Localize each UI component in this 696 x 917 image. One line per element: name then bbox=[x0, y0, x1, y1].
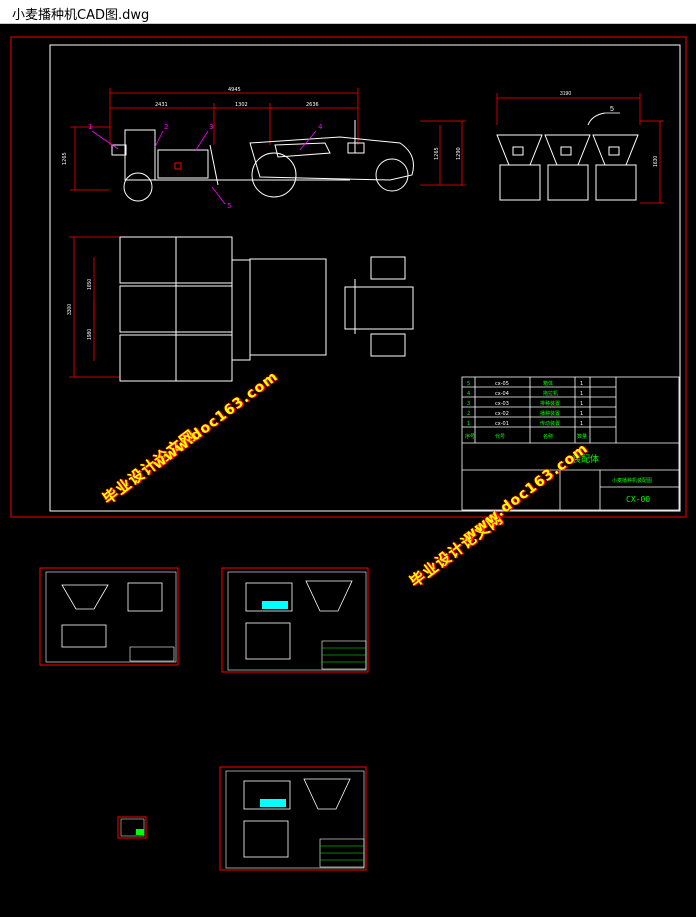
title-drawing-code: CX-00 bbox=[626, 495, 650, 504]
part-label-1: 1 bbox=[88, 123, 92, 131]
bom-qty-4: 1 bbox=[580, 391, 583, 397]
side-view-dimensions bbox=[70, 88, 466, 191]
bom-header-name: 名称 bbox=[543, 433, 553, 440]
bom-name-1: 传动装置 bbox=[540, 420, 560, 427]
bom-code-4: cx-04 bbox=[495, 391, 509, 397]
end-view-label: 5 bbox=[610, 106, 614, 113]
title-drawing-name: 装配体 bbox=[572, 453, 599, 465]
part-label-3: 3 bbox=[209, 123, 213, 131]
bom-qty-5: 1 bbox=[580, 381, 583, 387]
bom-qty-2: 1 bbox=[580, 411, 583, 417]
dim-height-right-a: 1265 bbox=[434, 147, 440, 160]
bom-code-5: cx-05 bbox=[495, 381, 509, 387]
dim-height-left: 1265 bbox=[62, 152, 68, 165]
main-sheet-border bbox=[10, 36, 687, 518]
bom-header-code: 代号 bbox=[495, 433, 505, 440]
bom-idx-5: 5 bbox=[467, 381, 470, 387]
bom-name-4: 拖拉机 bbox=[543, 390, 558, 397]
dim-seg1: 2431 bbox=[155, 102, 168, 108]
dim-plan-inner: 1980 bbox=[87, 329, 93, 340]
dim-side-height: 1630 bbox=[653, 156, 659, 167]
bom-qty-1: 1 bbox=[580, 421, 583, 427]
bom-idx-4: 4 bbox=[467, 391, 470, 397]
bom-code-3: cx-03 bbox=[495, 401, 509, 407]
bom-qty-3: 1 bbox=[580, 401, 583, 407]
part-label-4: 4 bbox=[318, 123, 323, 131]
plan-view-drawing bbox=[119, 236, 414, 382]
bom-table: 5 cx-05 箱体 1 4 cx-04 拖拉机 1 3 cx-03 排种装置 … bbox=[465, 380, 587, 440]
dim-side-width: 3190 bbox=[560, 91, 571, 97]
bom-idx-2: 2 bbox=[467, 411, 470, 417]
end-view-dimensions bbox=[496, 93, 664, 204]
dim-seg3: 2636 bbox=[306, 102, 319, 108]
dim-overall-length: 4945 bbox=[228, 87, 241, 93]
plan-view-dimensions bbox=[69, 236, 120, 378]
bom-header-idx: 序号 bbox=[465, 433, 475, 440]
bom-header-qty: 数量 bbox=[577, 433, 587, 440]
bom-name-3: 排种装置 bbox=[540, 400, 560, 407]
title-project: 小麦播种机装配图 bbox=[612, 477, 652, 484]
bom-idx-1: 1 bbox=[467, 421, 470, 427]
part-label-5: 5 bbox=[227, 202, 231, 210]
part-label-2: 2 bbox=[164, 123, 168, 131]
dim-plan-mid: 1650 bbox=[87, 279, 93, 290]
sheet-thumb-1[interactable] bbox=[39, 567, 179, 666]
bom-code-1: cx-01 bbox=[495, 421, 509, 427]
side-view-leaders bbox=[91, 130, 317, 205]
dim-height-right-b: 1290 bbox=[456, 147, 462, 160]
side-view-drawing bbox=[111, 120, 414, 202]
cad-canvas[interactable]: 4945 2431 1302 2636 1265 1265 1290 1 2 3… bbox=[0, 25, 696, 917]
dim-plan-outer: 3300 bbox=[67, 304, 73, 315]
window-title: 小麦播种机CAD图.dwg bbox=[12, 8, 150, 23]
title-bar: 小麦播种机CAD图.dwg bbox=[0, 0, 696, 24]
main-sheet-frame bbox=[49, 44, 681, 512]
bom-name-5: 箱体 bbox=[543, 380, 553, 387]
bom-idx-3: 3 bbox=[467, 401, 470, 407]
dim-seg2: 1302 bbox=[235, 102, 248, 108]
sheet-thumb-4[interactable] bbox=[117, 816, 147, 839]
bom-name-2: 播种装置 bbox=[540, 410, 560, 417]
title-block bbox=[461, 376, 680, 511]
sheet-thumb-3[interactable] bbox=[219, 766, 367, 871]
end-view-drawing bbox=[496, 112, 639, 201]
bom-code-2: cx-02 bbox=[495, 411, 509, 417]
sheet-thumb-2[interactable] bbox=[221, 567, 369, 673]
